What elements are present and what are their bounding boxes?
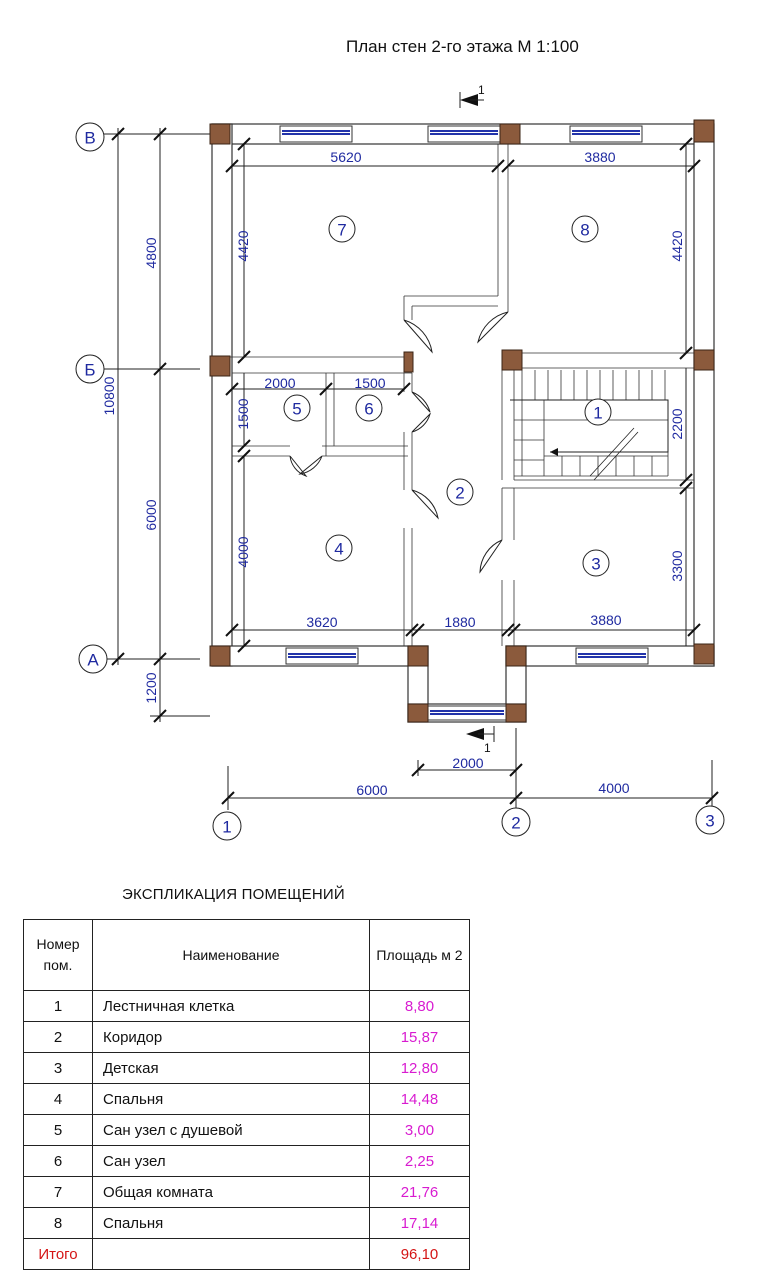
svg-text:В: В (84, 129, 95, 148)
svg-text:1: 1 (484, 741, 491, 755)
section-mark-label: 1 (478, 83, 485, 97)
explication-title: ЭКСПЛИКАЦИЯ ПОМЕЩЕНИЙ (122, 886, 345, 903)
table-header-row: Номер пом. Наименование Площадь м 2 (23, 919, 470, 991)
axis-bubble-1: 1 (212, 811, 242, 841)
svg-text:3: 3 (705, 812, 714, 831)
svg-text:2: 2 (511, 814, 520, 833)
axis-bubble-v: В (75, 122, 105, 152)
dim-room8-height: 4420 (669, 230, 685, 261)
dim-room7-height: 4420 (235, 230, 251, 261)
dim-room3-width: 3880 (590, 612, 621, 628)
svg-text:7: 7 (337, 221, 346, 240)
dim-room8-width: 3880 (584, 149, 615, 165)
svg-text:1: 1 (593, 404, 602, 423)
dim-axes-1-2: 6000 (356, 782, 387, 798)
dim-axes-2-3: 4000 (598, 780, 629, 796)
dim-room4-height: 4000 (235, 536, 251, 567)
svg-text:А: А (87, 651, 99, 670)
room-label-8: 8 (571, 215, 599, 243)
room-label-5: 5 (283, 394, 311, 422)
svg-text:4: 4 (334, 540, 343, 559)
room-label-7: 7 (328, 215, 356, 243)
floor-plan-drawing: План стен 2-го этажа М 1:100 1 10800 480… (75, 37, 725, 841)
room-label-2: 2 (446, 478, 474, 506)
dim-left-lower: 6000 (143, 499, 159, 530)
room-label-4: 4 (325, 534, 353, 562)
svg-text:2: 2 (455, 484, 464, 503)
svg-text:3: 3 (591, 555, 600, 574)
dim-stair-height: 2200 (669, 408, 685, 439)
table-total-row: Итого 96,10 (23, 1238, 470, 1270)
svg-text:5: 5 (292, 400, 301, 419)
dim-room6-width: 1500 (354, 375, 385, 391)
dim-room7-width: 5620 (330, 149, 361, 165)
dim-room5-width: 2000 (264, 375, 295, 391)
room-label-3: 3 (582, 549, 610, 577)
axis-bubble-b: Б (75, 354, 105, 384)
dim-room5-height: 1500 (235, 398, 251, 429)
doors (289, 311, 509, 574)
dim-left-bottom: 1200 (143, 672, 159, 703)
plan-title: План стен 2-го этажа М 1:100 (346, 37, 579, 56)
axis-bubble-a: А (78, 644, 108, 674)
total-area: 96,10 (369, 1238, 470, 1270)
dim-room3-height: 3300 (669, 550, 685, 581)
svg-text:6: 6 (364, 400, 373, 419)
section-mark-bottom: 1 (466, 726, 495, 755)
axis-bubble-2: 2 (501, 807, 531, 837)
dim-porch-width: 2000 (452, 755, 483, 771)
dim-room4-width: 3620 (306, 614, 337, 630)
axis-bubble-3: 3 (695, 805, 725, 835)
header-num: Номер пом. (23, 919, 93, 991)
structural-columns (209, 119, 715, 723)
dim-left-upper: 4800 (143, 237, 159, 268)
section-mark-top: 1 (459, 83, 485, 108)
total-label: Итого (23, 1238, 93, 1270)
dim-overall-height: 10800 (101, 376, 117, 415)
svg-text:8: 8 (580, 221, 589, 240)
windows (279, 125, 649, 721)
room-label-6: 6 (355, 394, 383, 422)
header-area: Площадь м 2 (369, 919, 470, 991)
dim-corridor-width: 1880 (444, 614, 475, 630)
staircase (514, 370, 669, 481)
header-name: Наименование (92, 919, 370, 991)
room-label-1: 1 (584, 398, 612, 426)
svg-text:Б: Б (84, 361, 95, 380)
svg-text:1: 1 (222, 818, 231, 837)
